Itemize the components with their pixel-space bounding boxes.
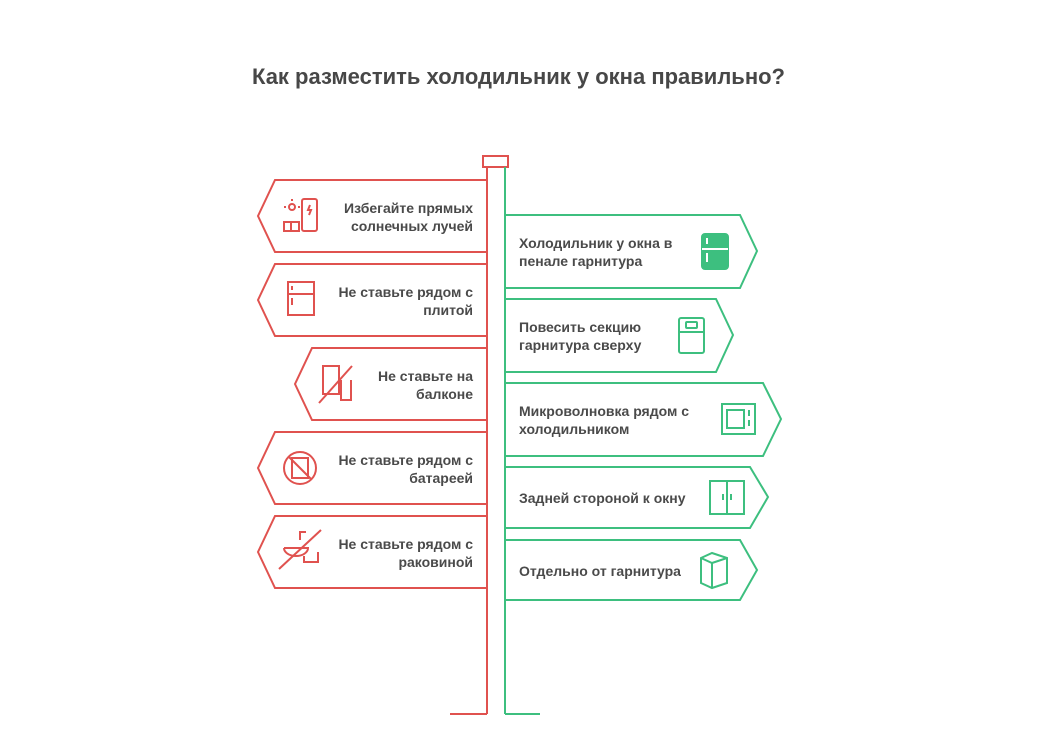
right-sign-label: Холодильник у окна в пенале гарнитура — [519, 235, 673, 269]
right-sign-4 — [505, 466, 770, 529]
right-sign-label: Задней стороной к окну — [519, 490, 686, 506]
left-sign-label: Не ставьте рядом с батареей — [338, 452, 473, 486]
left-sign-label: Не ставьте рядом с плитой — [338, 284, 473, 318]
right-sign-3 — [505, 382, 783, 457]
green-post — [504, 167, 783, 715]
left-sign-label: Избегайте прямых солнечных лучей — [344, 200, 473, 234]
left-sign-5 — [256, 515, 487, 589]
right-sign-5 — [505, 539, 759, 601]
wardrobe-icon — [709, 480, 745, 515]
right-sign-label: Микроволновка рядом с холодильником — [519, 403, 690, 437]
red-post — [256, 155, 509, 715]
left-sign-label: Не ставьте на балконе — [378, 368, 473, 402]
left-sign-4 — [256, 431, 487, 505]
right-sign-1 — [505, 214, 759, 289]
fridge-icon — [287, 281, 315, 316]
no-balcony-icon — [318, 365, 353, 404]
right-sign-label: Повесить секцию гарнитура сверху — [519, 319, 642, 353]
right-sign-label: Отдельно от гарнитура — [519, 563, 681, 579]
cabinet-icon — [678, 317, 705, 354]
page-title: Как разместить холодильник у окна правил… — [252, 64, 785, 89]
left-sign-label: Не ставьте рядом с раковиной — [338, 536, 473, 570]
left-sign-3 — [293, 347, 487, 421]
sun-solar-panel-icon — [283, 198, 318, 232]
left-sign-1 — [256, 179, 487, 253]
no-sink-icon — [278, 529, 322, 570]
no-radiator-icon — [283, 451, 317, 485]
microwave-icon — [721, 403, 756, 435]
post-cap — [482, 155, 509, 168]
box-fridge-icon — [700, 551, 728, 590]
left-sign-2 — [256, 263, 487, 337]
fridge-filled-icon — [701, 233, 729, 270]
right-sign-2 — [505, 298, 735, 373]
